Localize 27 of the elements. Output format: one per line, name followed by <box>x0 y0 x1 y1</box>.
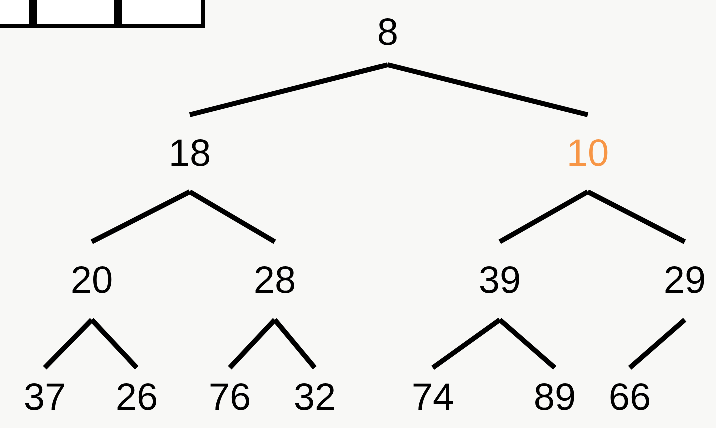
key-value: 89 <box>534 379 576 417</box>
key-value: 39 <box>478 262 522 300</box>
key-value: 28 <box>254 262 296 300</box>
tree-edge <box>43 318 94 370</box>
key-value: 74 <box>412 379 454 417</box>
tree-edge <box>189 62 389 118</box>
tree-edge <box>387 62 589 118</box>
key-value: 8 <box>377 14 399 52</box>
key-value: 76 <box>208 379 252 417</box>
key-value: 66 <box>608 379 652 417</box>
tree-edge <box>90 318 139 370</box>
tree-edge <box>228 318 277 370</box>
tree-edge <box>432 318 502 370</box>
key-value: 18 <box>168 134 212 172</box>
key-value: 32 <box>294 379 336 417</box>
tree-edge <box>273 318 317 370</box>
tree-edge <box>628 318 687 370</box>
tree-edge <box>498 318 557 370</box>
key-value: 29 <box>664 262 706 300</box>
key-value: 10 <box>566 134 610 172</box>
key-value: 37 <box>24 379 66 417</box>
tree-edge <box>498 190 590 244</box>
key-value: 20 <box>70 262 114 300</box>
tree-edge <box>586 190 686 244</box>
key-value: 26 <box>116 379 158 417</box>
tree-edge <box>188 190 276 244</box>
tree-edge <box>90 190 192 244</box>
